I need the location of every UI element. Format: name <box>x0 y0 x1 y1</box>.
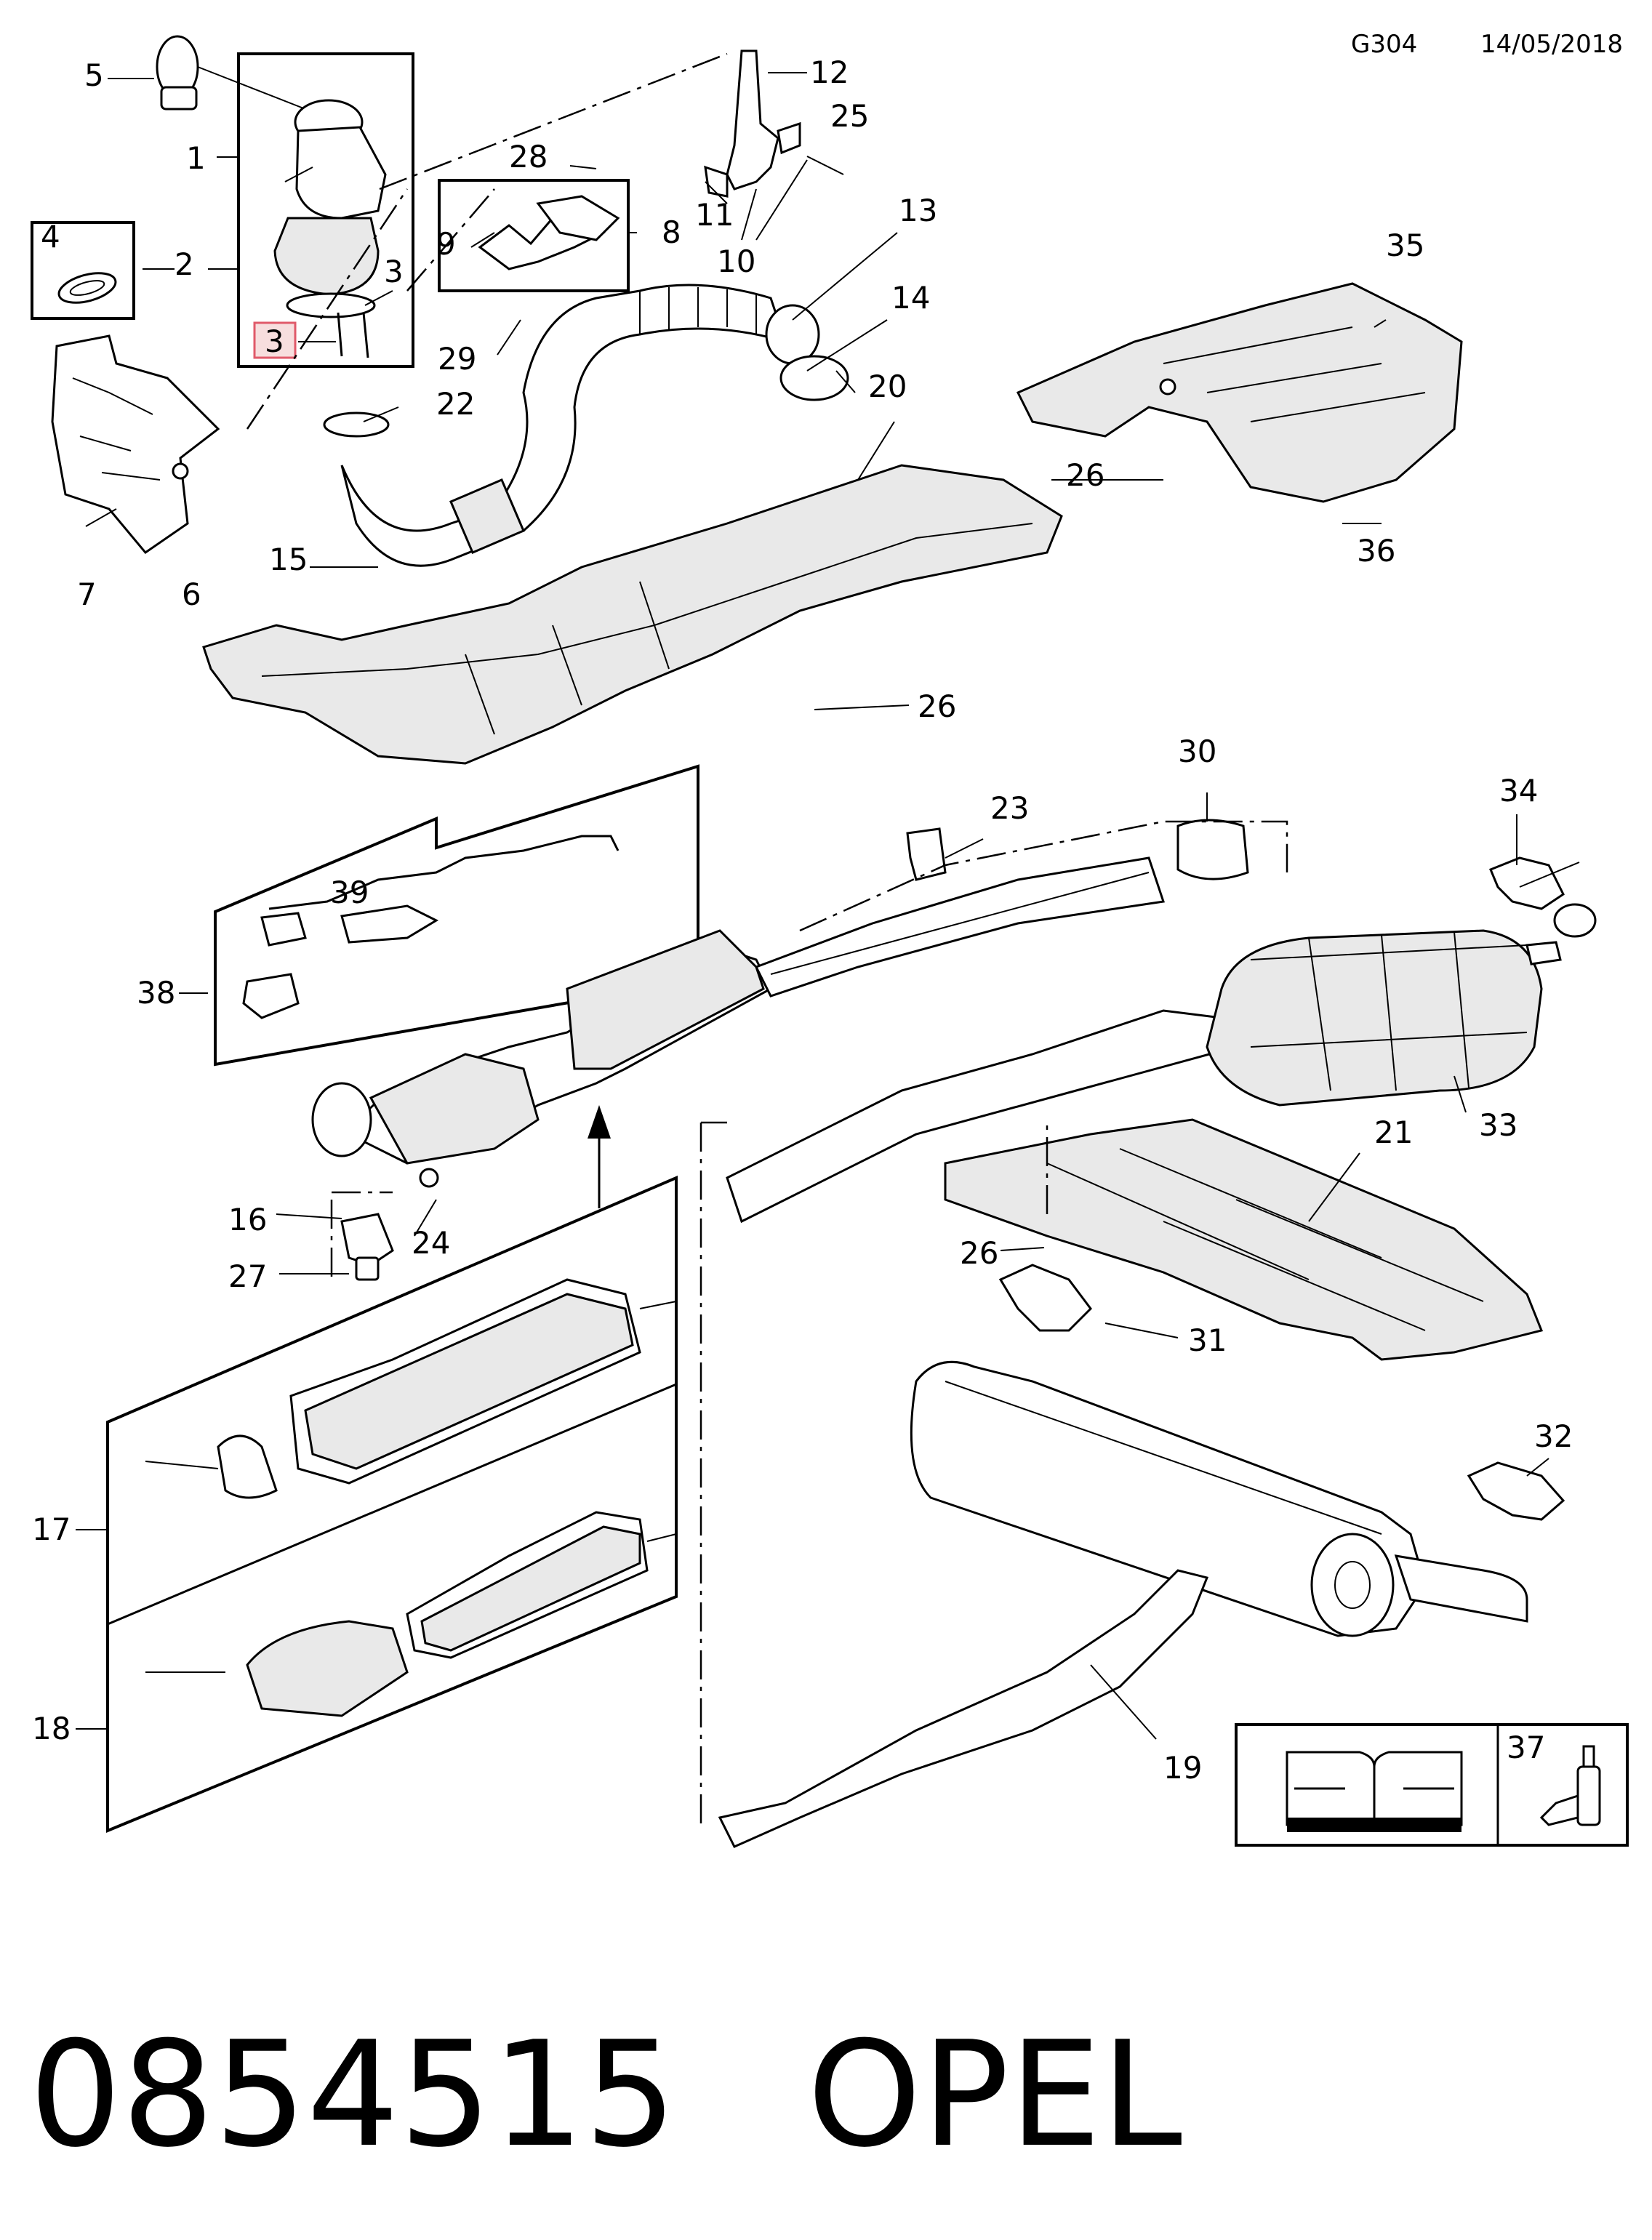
callout-36: 36 <box>1357 533 1395 569</box>
callout-25: 25 <box>830 98 869 134</box>
callout-3: 3 <box>384 254 404 289</box>
callout-27: 27 <box>228 1259 267 1294</box>
callout-17: 17 <box>32 1512 71 1547</box>
heat-shield-part[interactable] <box>1016 282 1463 503</box>
sensor-cable-part[interactable] <box>242 835 620 1019</box>
callout-15: 15 <box>269 542 308 577</box>
callout-19: 19 <box>1163 1750 1202 1786</box>
group-box-1 <box>237 52 414 368</box>
callout-21: 21 <box>1374 1115 1413 1150</box>
callout-20: 20 <box>868 369 907 404</box>
gasket-part[interactable] <box>323 412 390 438</box>
rear-muffler-part[interactable] <box>726 929 1562 1224</box>
callout-39: 39 <box>330 875 369 910</box>
callout-13: 13 <box>899 193 937 228</box>
callout-14: 14 <box>891 280 930 316</box>
callout-2: 2 <box>175 246 194 282</box>
hanger-bracket-part[interactable] <box>998 1264 1565 1521</box>
callout-4: 4 <box>41 219 60 254</box>
callout-22: 22 <box>436 386 475 422</box>
callout-28: 28 <box>509 139 548 174</box>
callout-38: 38 <box>137 975 175 1011</box>
sealant-tube-icon[interactable] <box>1539 1745 1601 1826</box>
gasket-part[interactable] <box>779 355 849 401</box>
callout-11: 11 <box>695 197 734 233</box>
callout-37: 37 <box>1507 1730 1545 1765</box>
hanger-bracket-part[interactable] <box>1489 856 1597 938</box>
callout-33: 33 <box>1479 1107 1517 1143</box>
catalytic-converter-part[interactable] <box>273 99 387 318</box>
heat-shield-part[interactable] <box>944 1118 1544 1361</box>
catalytic-converter-part[interactable] <box>311 1053 540 1165</box>
callout-9: 9 <box>436 226 456 262</box>
tailpipe-part[interactable] <box>718 1569 1209 1848</box>
callout-26-lower: 26 <box>960 1235 998 1271</box>
gasket-part[interactable] <box>56 268 119 308</box>
callout-29: 29 <box>438 341 476 377</box>
rear-muffler-part[interactable] <box>910 1360 1528 1637</box>
flex-pipe-part[interactable] <box>340 284 820 567</box>
callout-3-highlighted: 3 <box>265 324 284 359</box>
sensor-part[interactable] <box>340 1168 439 1281</box>
center-muffler-part[interactable] <box>145 1278 677 1499</box>
bracket-part[interactable] <box>478 195 620 270</box>
callout-34: 34 <box>1499 773 1538 808</box>
heat-shield-part[interactable] <box>202 464 1063 765</box>
callout-18: 18 <box>32 1711 71 1746</box>
callout-35: 35 <box>1386 228 1424 263</box>
brand-name: OPEL <box>807 2010 1182 2180</box>
diagram-date: 14/05/2018 <box>1480 30 1623 59</box>
group-box-4 <box>31 221 135 320</box>
callout-31: 31 <box>1188 1322 1227 1358</box>
callout-24: 24 <box>412 1225 450 1261</box>
highlighted-callout[interactable] <box>253 321 297 359</box>
callout-8: 8 <box>662 214 681 250</box>
callout-26-top: 26 <box>1066 457 1104 493</box>
repair-manual-icon[interactable] <box>1286 1751 1463 1832</box>
callout-23: 23 <box>990 790 1029 826</box>
group-box-38 <box>214 764 699 1067</box>
callout-10: 10 <box>717 244 755 279</box>
callout-30: 30 <box>1178 734 1216 769</box>
callout-26-upper: 26 <box>918 689 956 724</box>
direction-arrow <box>588 1105 611 1208</box>
callout-7: 7 <box>77 577 97 612</box>
clamp-part[interactable] <box>156 35 306 111</box>
callout-5: 5 <box>84 57 104 93</box>
stud-part[interactable] <box>337 312 369 358</box>
callout-6: 6 <box>182 577 201 612</box>
callout-16: 16 <box>228 1202 267 1237</box>
group-box-8 <box>438 179 630 292</box>
legend-box <box>1235 1723 1629 1847</box>
group-box-17-18 <box>106 1175 678 1833</box>
callout-1: 1 <box>186 140 206 176</box>
callout-12: 12 <box>810 55 849 90</box>
rubber-hanger-part[interactable] <box>906 827 947 881</box>
diagram-code: G304 <box>1351 30 1417 59</box>
catalytic-converter-part[interactable] <box>145 1511 677 1717</box>
clamp-part[interactable] <box>1176 819 1249 880</box>
heat-shield-part[interactable] <box>51 334 220 555</box>
part-number: 0854515 <box>29 2010 677 2180</box>
callout-32: 32 <box>1534 1418 1573 1454</box>
hanger-bracket-part[interactable] <box>704 49 801 198</box>
